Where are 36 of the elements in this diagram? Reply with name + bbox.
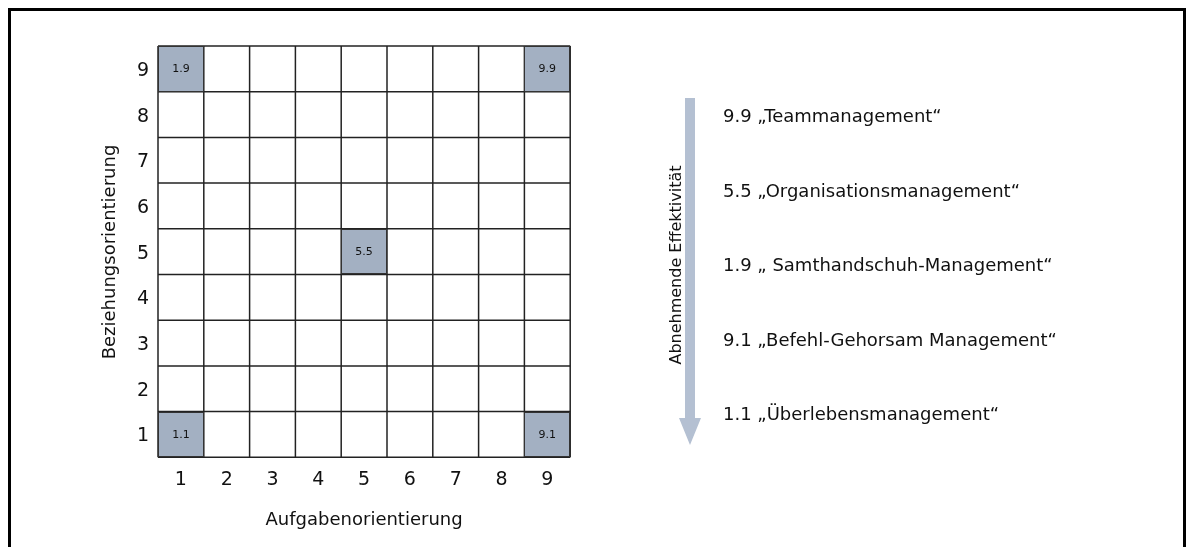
style-description: 1.1 „Überlebensmanagement“ <box>723 402 999 424</box>
highlighted-grid-cell <box>158 46 204 92</box>
style-description: 9.1 „Befehl-Gehorsam Management“ <box>723 328 1057 349</box>
axis-tick-label: 3 <box>136 332 150 355</box>
axis-tick-label: 5 <box>136 240 150 263</box>
cell-label: 1.9 <box>172 62 190 76</box>
axis-tick-label: 8 <box>495 467 508 489</box>
axis-tick-label: 6 <box>136 194 150 217</box>
style-description: 1.9 „ Samthandschuh-Management“ <box>723 253 1053 275</box>
axis-title: Beziehungsorientierung <box>97 144 119 359</box>
highlighted-grid-cell <box>341 228 387 275</box>
axis-tick-label: 9 <box>136 57 150 80</box>
axis-tick-label: 9 <box>541 467 554 489</box>
highlighted-grid-cell <box>524 411 571 458</box>
axis-tick-label: 4 <box>312 467 325 489</box>
axis-tick-label: 1 <box>136 423 150 446</box>
cell-label: 1.1 <box>172 427 190 441</box>
cell-label: 5.5 <box>355 245 373 259</box>
cell-label: 9.9 <box>538 62 557 76</box>
style-description: 9.9 „Teammanagement“ <box>723 104 942 126</box>
axis-tick-label: 2 <box>220 467 233 489</box>
axis-tick-label: 5 <box>358 467 371 489</box>
highlighted-grid-cell <box>158 411 204 458</box>
axis-tick-label: 7 <box>449 467 462 489</box>
axis-title: Aufgabenorientierung <box>265 507 463 529</box>
axis-tick-label: 1 <box>174 467 187 489</box>
axis-tick-label: 7 <box>136 149 150 172</box>
highlighted-grid-cell <box>524 46 571 92</box>
axis-tick-label: 8 <box>136 103 150 126</box>
axis-tick-label: 6 <box>403 467 416 489</box>
arrow-label: Abnehmende Effektivität <box>665 165 685 365</box>
axis-tick-label: 2 <box>136 377 150 400</box>
axis-tick-label: 4 <box>136 286 150 309</box>
axis-tick-label: 3 <box>266 467 279 489</box>
style-description: 5.5 „Organisationsmanagement“ <box>723 179 1020 200</box>
cell-label: 9.1 <box>538 427 557 441</box>
